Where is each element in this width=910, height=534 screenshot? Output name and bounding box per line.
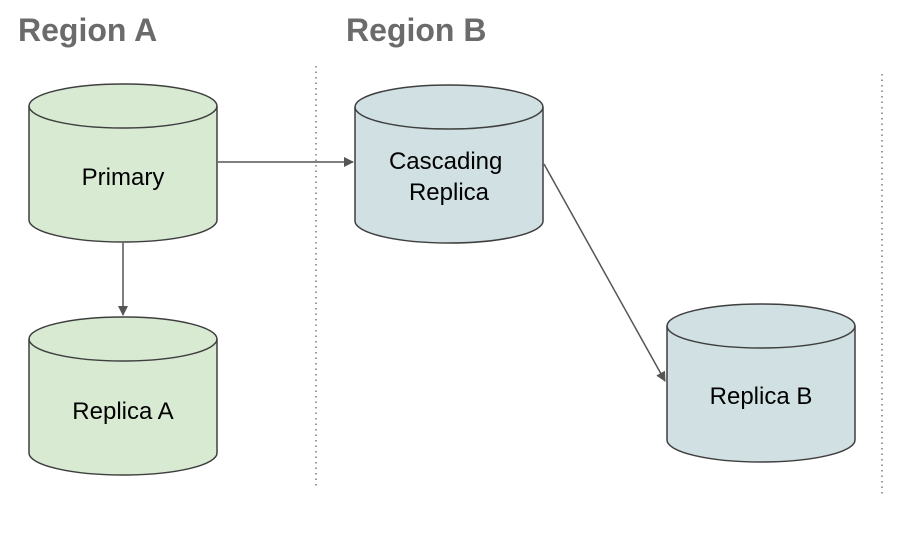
replica-a-cylinder-body	[28, 316, 218, 476]
primary-label: Primary	[82, 164, 165, 191]
cascading-replica-label-line-2: Replica	[409, 179, 490, 206]
replica-b-cylinder-body	[666, 303, 856, 463]
cascading-replica-cylinder-top	[354, 106, 544, 130]
replica-b-label: Replica B	[710, 383, 813, 410]
edge-cascading-replica-to-replica-b	[543, 163, 666, 382]
region-b-title: Region B	[346, 12, 486, 48]
replica-a-database[interactable]: Replica A	[28, 316, 218, 476]
replica-b-database[interactable]: Replica B	[666, 303, 856, 463]
primary-cylinder-top	[28, 105, 218, 129]
replica-a-cylinder-top	[28, 338, 218, 362]
replica-b-cylinder-top	[666, 325, 856, 349]
primary-database[interactable]: Primary	[28, 83, 218, 243]
replica-a-label: Replica A	[72, 398, 173, 425]
cascading-replica-label: Cascading Replica	[389, 148, 509, 206]
cascading-replica-cylinder-body	[354, 84, 544, 244]
cascading-replica-label-line-1: Cascading	[389, 148, 502, 175]
region-a-title: Region A	[18, 12, 157, 48]
cascading-replica-database[interactable]: Cascading Replica	[354, 84, 544, 244]
primary-cylinder-body	[28, 83, 218, 243]
